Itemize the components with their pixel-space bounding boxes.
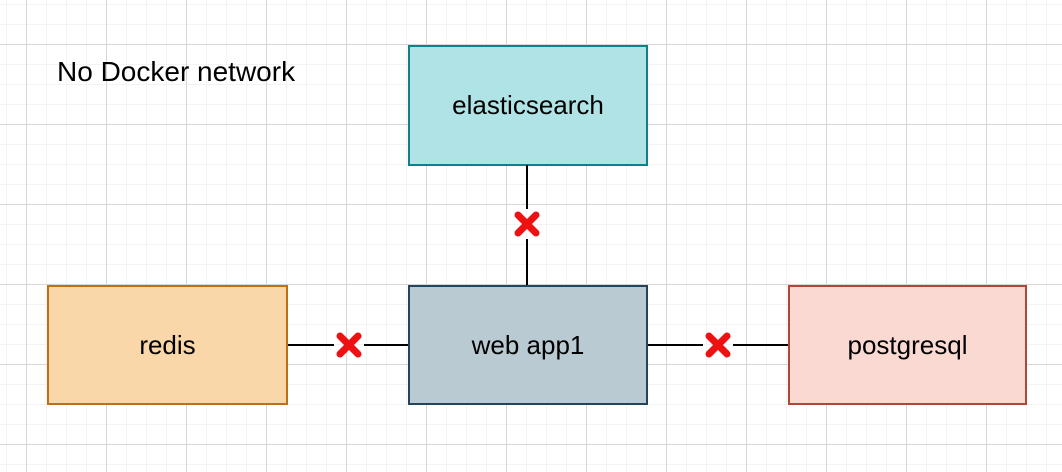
node-postgresql[interactable]: postgresql bbox=[788, 285, 1027, 405]
node-redis-label: redis bbox=[139, 329, 196, 360]
diagram-title[interactable]: No Docker network bbox=[57, 56, 296, 87]
red-x-icon[interactable] bbox=[335, 331, 363, 359]
edge-webapp1-postgresql-right[interactable] bbox=[733, 344, 788, 346]
node-elasticsearch[interactable]: elasticsearch bbox=[408, 45, 648, 166]
edge-elasticsearch-webapp1-upper[interactable] bbox=[526, 165, 528, 209]
node-web-app1[interactable]: web app1 bbox=[408, 285, 648, 405]
red-x-icon[interactable] bbox=[513, 210, 541, 238]
node-redis[interactable]: redis bbox=[47, 285, 288, 405]
node-web-app1-label: web app1 bbox=[471, 329, 585, 360]
node-postgresql-label: postgresql bbox=[847, 329, 968, 360]
edge-redis-webapp1-left[interactable] bbox=[288, 344, 334, 346]
edge-elasticsearch-webapp1-lower[interactable] bbox=[526, 239, 528, 285]
edge-webapp1-postgresql-left[interactable] bbox=[648, 344, 703, 346]
node-elasticsearch-label: elasticsearch bbox=[452, 90, 604, 120]
edge-redis-webapp1-right[interactable] bbox=[364, 344, 408, 346]
red-x-icon[interactable] bbox=[704, 331, 732, 359]
